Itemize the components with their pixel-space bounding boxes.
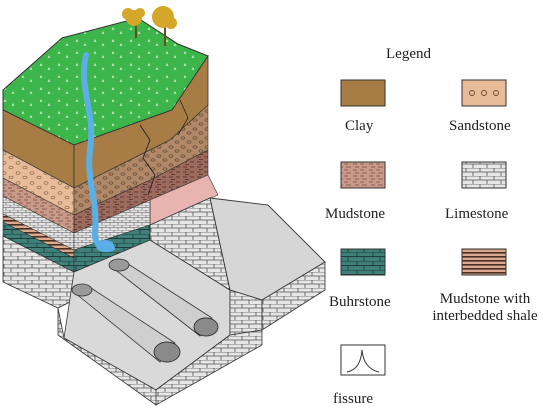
mudstone-shale-swatch: [461, 248, 507, 276]
legend-label-sandstone: Sandstone: [449, 118, 511, 134]
front-face-layers: [2, 109, 75, 309]
legend-title: Legend: [386, 46, 431, 62]
mudstone-swatch: [340, 161, 386, 189]
block-diagram: [2, 6, 326, 406]
legend-label-buhrstone: Buhrstone: [329, 294, 391, 310]
legend-label-clay: Clay: [345, 118, 374, 134]
base-front-strip: [155, 329, 263, 406]
limestone-base-front: [2, 235, 75, 309]
legend-label-limestone: Limestone: [445, 206, 509, 222]
fissure-swatch: [340, 344, 386, 376]
limestone-swatch: [461, 161, 507, 189]
sandstone-swatch: [461, 79, 507, 107]
fissure-crack: [139, 124, 156, 196]
fissure-crack: [177, 99, 189, 136]
roadway-tunnel: [108, 258, 219, 337]
water-drop: [96, 240, 114, 252]
clay-swatch: [340, 79, 386, 107]
buhrstone-swatch: [340, 248, 386, 276]
right-block-side: [261, 261, 326, 331]
legend: [340, 79, 507, 376]
legend-label-mudstone-shale: Mudstone with interbedded shale: [423, 291, 547, 325]
legend-label-line: interbedded shale: [432, 308, 538, 324]
tree-icon: [122, 8, 145, 38]
legend-label-fissure: fissure: [333, 391, 373, 407]
fissure-icon: [346, 349, 380, 373]
roadway-tunnel: [71, 283, 181, 363]
legend-label-line: Mudstone with: [439, 291, 531, 307]
tree-icon: [152, 6, 177, 46]
legend-label-mudstone: Mudstone: [325, 206, 385, 222]
